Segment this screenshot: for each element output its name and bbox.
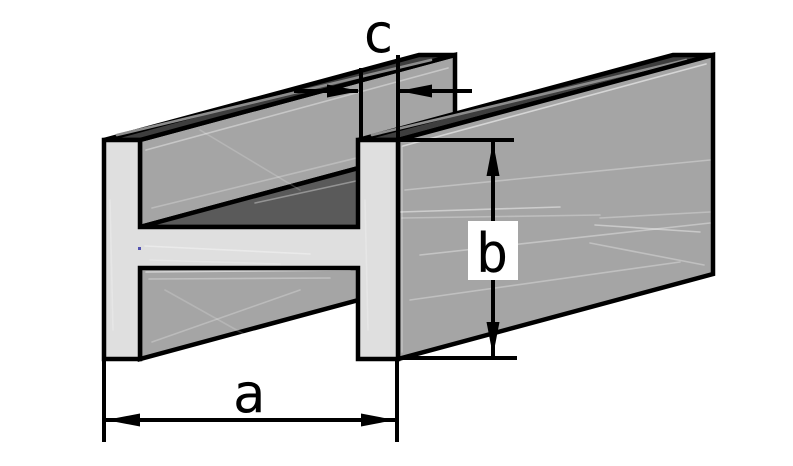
dim-b-arrow-down	[486, 322, 500, 356]
beam-body	[101, 52, 716, 362]
streak	[151, 289, 301, 343]
streak	[589, 242, 705, 266]
dim-b-label-box	[468, 221, 518, 280]
dimension-b: b	[399, 138, 518, 360]
streak	[409, 261, 681, 301]
dim-a-arrow-left	[106, 413, 140, 427]
streak	[399, 206, 561, 213]
streak	[148, 277, 331, 280]
streak	[199, 129, 301, 191]
streak	[404, 159, 711, 191]
streak	[401, 214, 601, 219]
blue-speck	[138, 247, 141, 250]
streak	[164, 289, 259, 343]
streak	[109, 199, 114, 331]
dim-b-label: b	[476, 222, 509, 285]
side-face-streaks	[399, 63, 711, 353]
streak	[254, 180, 357, 204]
dim-c-arrow-right-pointing	[327, 84, 360, 98]
right-flange-top-highlight	[370, 58, 688, 137]
streak	[364, 199, 369, 331]
dim-c-arrow-left-pointing	[399, 84, 432, 98]
dim-a-arrow-right	[361, 413, 395, 427]
streak	[599, 211, 711, 219]
streak	[402, 63, 707, 147]
streak	[144, 245, 311, 255]
dimension-a: a	[102, 360, 399, 442]
dim-a-label: a	[233, 362, 266, 425]
dimension-c: c	[294, 2, 472, 139]
front-h-profile-face	[101, 137, 401, 362]
dim-b-arrow-up	[486, 142, 500, 176]
left-flange-top-highlight	[115, 58, 433, 137]
streak	[145, 269, 351, 273]
streak	[594, 224, 701, 233]
streak	[149, 259, 281, 265]
dim-c-label: c	[362, 2, 395, 65]
front-face-streaks	[109, 199, 369, 331]
